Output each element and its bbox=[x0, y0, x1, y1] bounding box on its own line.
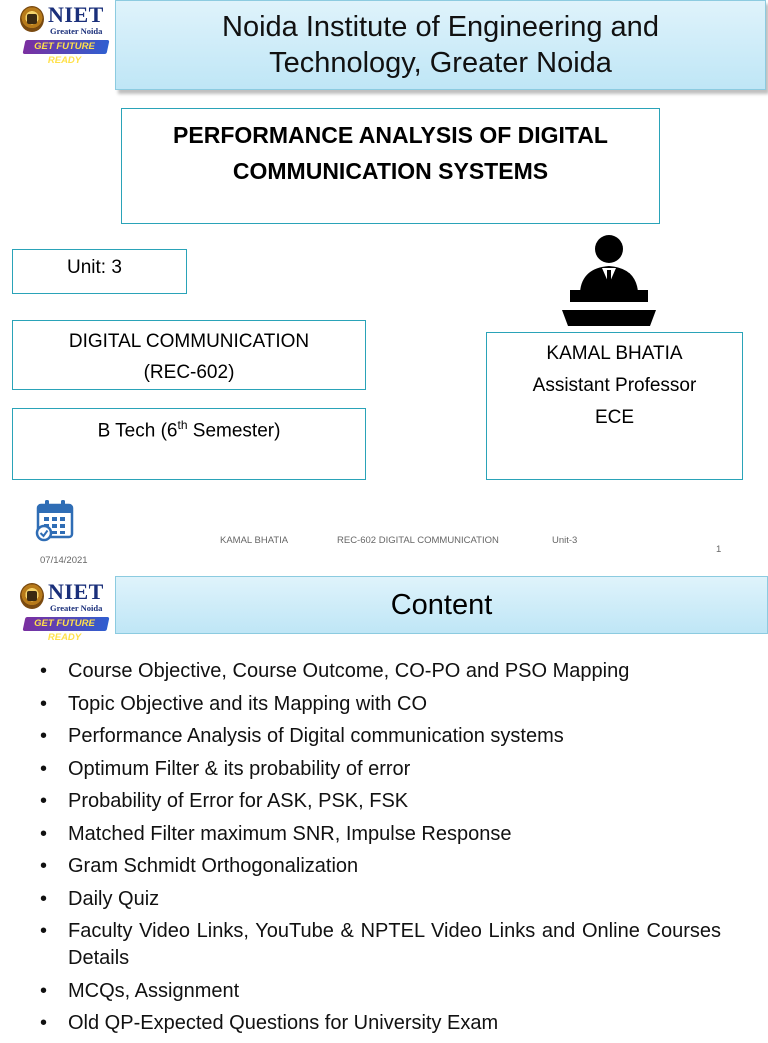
list-item: Probability of Error for ASK, PSK, FSK bbox=[40, 788, 721, 815]
presenter-dept: ECE bbox=[594, 407, 635, 428]
institute-line2: Technology, Greater Noida bbox=[269, 47, 612, 79]
course-title-line1: PERFORMANCE ANALYSIS OF DIGITAL bbox=[173, 122, 608, 148]
program-prefix: B Tech (6 bbox=[97, 420, 178, 442]
speaker-podium-icon bbox=[562, 235, 656, 326]
program-suffix: Semester) bbox=[187, 420, 281, 442]
logo-subtitle: Greater Noida bbox=[50, 603, 103, 613]
program-sup: th bbox=[177, 418, 188, 432]
subject-line1: DIGITAL COMMUNICATION bbox=[68, 331, 310, 352]
logo-tagline-ribbon: GET FUTURE READY bbox=[22, 40, 110, 66]
list-item: Performance Analysis of Digital communic… bbox=[40, 723, 721, 750]
content-title-band: Content bbox=[115, 576, 768, 634]
program-box: B Tech (6th Semester) bbox=[12, 408, 366, 480]
unit-box: Unit: 3 bbox=[12, 249, 187, 294]
calendar-icon bbox=[35, 500, 74, 542]
list-item: Gram Schmidt Orthogonalization bbox=[40, 853, 721, 880]
content-title: Content bbox=[390, 588, 493, 621]
footer-date: 07/14/2021 bbox=[40, 555, 88, 566]
logo-name: NIET bbox=[48, 579, 104, 604]
list-item: Faculty Video Links, YouTube & NPTEL Vid… bbox=[40, 918, 721, 972]
logo-tagline-ribbon: GET FUTURE READY bbox=[22, 617, 110, 643]
presenter-role: Assistant Professor bbox=[532, 375, 697, 396]
niet-seal-icon bbox=[20, 583, 44, 609]
institute-header: Noida Institute of Engineering and Techn… bbox=[115, 0, 766, 90]
course-title-line2: COMMUNICATION SYSTEMS bbox=[232, 158, 549, 184]
niet-logo: NIET Greater Noida GET FUTURE READY bbox=[18, 579, 110, 643]
content-list: Course Objective, Course Outcome, CO-PO … bbox=[40, 658, 721, 1043]
program-label: B Tech (6th Semester) bbox=[13, 418, 365, 442]
niet-logo: NIET Greater Noida GET FUTURE READY bbox=[18, 2, 110, 66]
footer-author: KAMAL BHATIA bbox=[220, 535, 289, 546]
footer-page-number: 1 bbox=[716, 544, 722, 555]
subject-line2: (REC-602) bbox=[143, 362, 235, 383]
subject-box: DIGITAL COMMUNICATION (REC-602) bbox=[12, 320, 366, 390]
list-item: Matched Filter maximum SNR, Impulse Resp… bbox=[40, 821, 721, 848]
logo-tagline: GET FUTURE READY bbox=[34, 618, 95, 643]
institute-line1: Noida Institute of Engineering and bbox=[222, 11, 659, 43]
list-item: MCQs, Assignment bbox=[40, 978, 721, 1005]
presenter-name: KAMAL BHATIA bbox=[546, 343, 683, 364]
logo-subtitle: Greater Noida bbox=[50, 26, 103, 36]
logo-name: NIET bbox=[48, 2, 104, 27]
list-item: Optimum Filter & its probability of erro… bbox=[40, 756, 721, 783]
course-title-box: PERFORMANCE ANALYSIS OF DIGITAL COMMUNIC… bbox=[121, 108, 660, 224]
unit-label: Unit: 3 bbox=[67, 257, 122, 278]
list-item: Daily Quiz bbox=[40, 886, 721, 913]
presenter-box: KAMAL BHATIA Assistant Professor ECE bbox=[486, 332, 743, 480]
footer-unit: Unit-3 bbox=[552, 535, 578, 546]
footer-course: REC-602 DIGITAL COMMUNICATION bbox=[337, 535, 499, 546]
list-item: Course Objective, Course Outcome, CO-PO … bbox=[40, 658, 721, 685]
logo-tagline: GET FUTURE READY bbox=[34, 41, 95, 66]
list-item: Topic Objective and its Mapping with CO bbox=[40, 691, 721, 718]
niet-seal-icon bbox=[20, 6, 44, 32]
